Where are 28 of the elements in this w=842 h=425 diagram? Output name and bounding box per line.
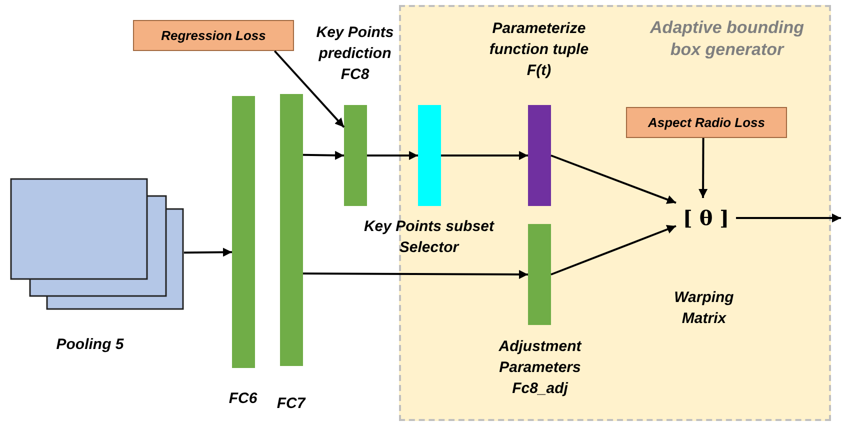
arrow [550, 154, 676, 204]
region-title: Adaptive bounding box generator [648, 17, 805, 62]
arrow [698, 138, 708, 198]
layer-bar [344, 105, 367, 206]
layer-bar [528, 105, 551, 206]
layer-bar [232, 96, 255, 368]
loss-box: Aspect Radio Loss [626, 107, 787, 138]
arrow [550, 225, 676, 276]
layer-label: Parameterize function tuple F(t) [488, 19, 590, 81]
arrow [274, 50, 345, 128]
matrix-label: Warping Matrix [673, 288, 735, 329]
arrow [367, 151, 418, 160]
layer-bar [528, 224, 551, 325]
arrow [184, 248, 232, 257]
arrow [303, 270, 528, 279]
layer-label: Adjustment Parameters Fc8_adj [498, 337, 583, 399]
arrow [441, 151, 528, 160]
layer-label: Key Points subset Selector [362, 217, 496, 258]
arrow [736, 214, 841, 222]
layer-label: FC6 [228, 389, 258, 409]
layer-label: Pooling 5 [55, 335, 125, 355]
layer-bar [418, 105, 441, 206]
layer-label: FC7 [276, 394, 307, 414]
arrow [302, 150, 344, 160]
loss-box: Regression Loss [133, 20, 294, 51]
matrix-symbol: [ θ ] [676, 198, 736, 238]
layer-label: Key Points prediction FC8 [315, 23, 395, 85]
layer-bar [280, 94, 303, 366]
